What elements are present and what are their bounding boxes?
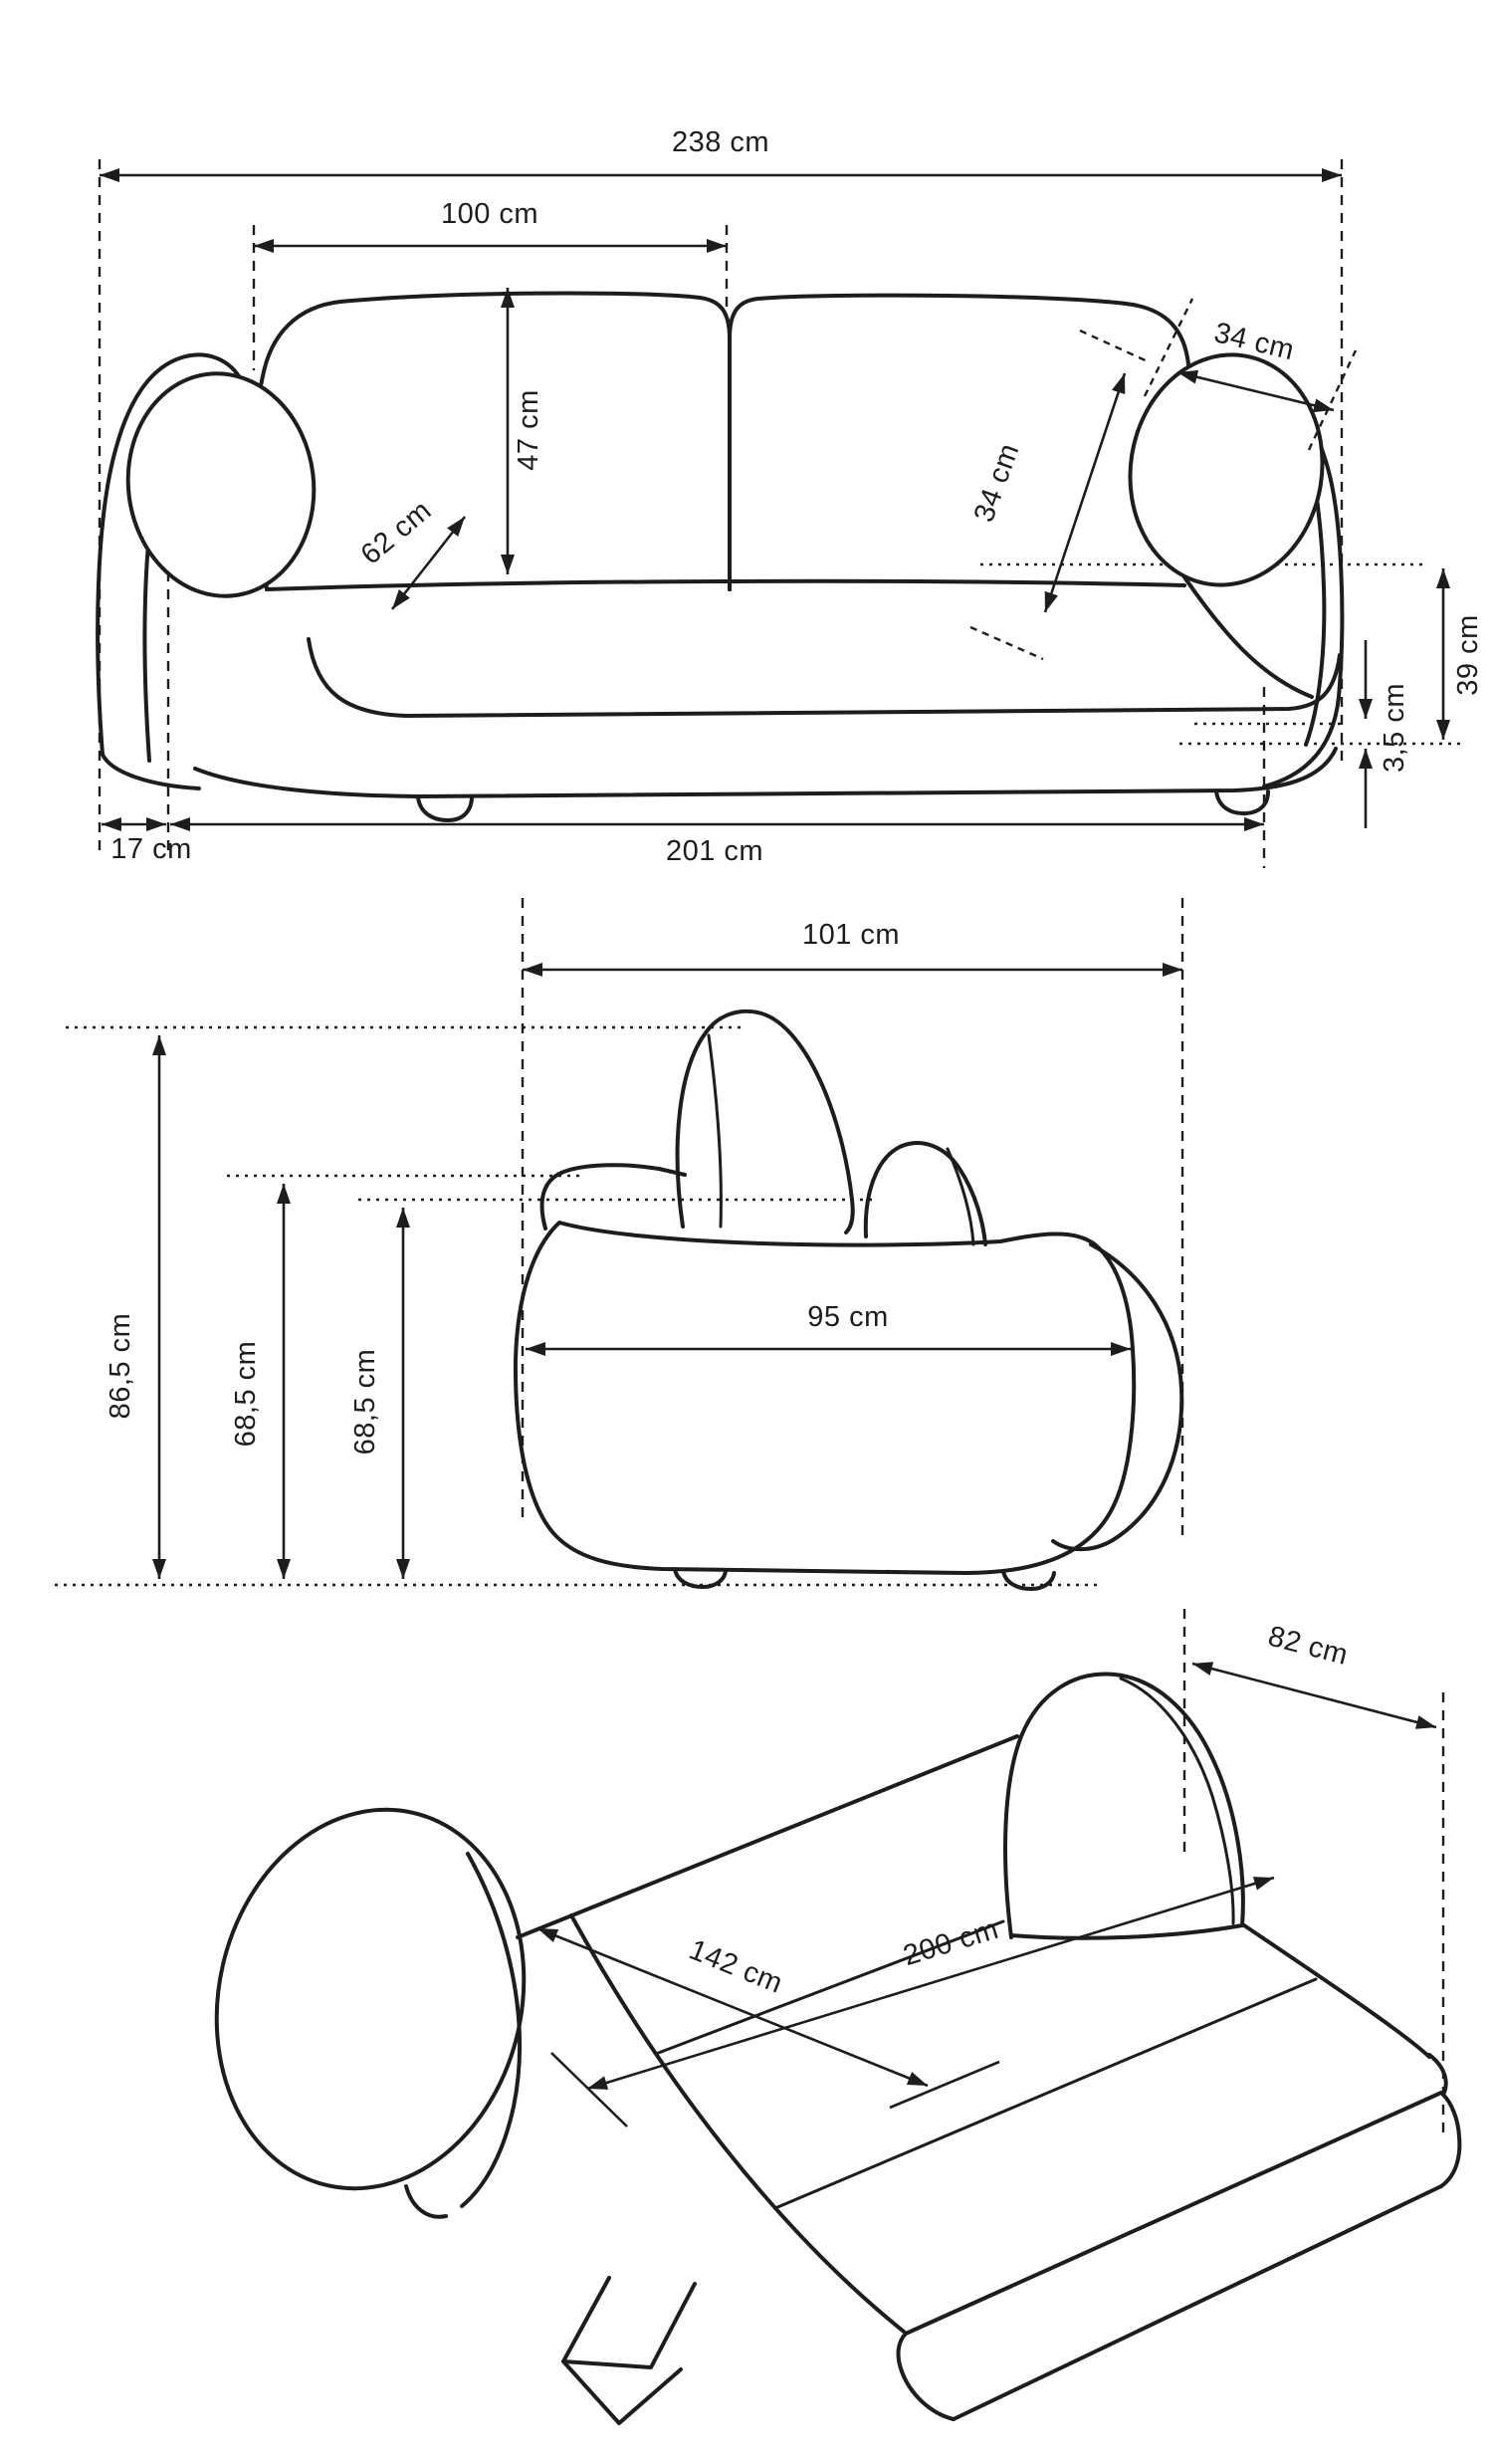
- dim-label-backrest-top-height: 68,5 cm: [349, 1349, 381, 1456]
- bed-backrest-inner: [1119, 1677, 1235, 1925]
- seat-top-edge: [265, 578, 1186, 591]
- side-near-armrest-crescent: [1051, 1242, 1184, 1552]
- dim-seat-depth: [390, 516, 467, 610]
- dim-label-armrest-depth: 82 cm: [1265, 1621, 1352, 1672]
- pillow-ext-line-left: [1143, 298, 1194, 397]
- bed-support-leg: [561, 2276, 697, 2369]
- bed-left-armrest: [214, 1807, 527, 2191]
- backrest-left-cushion: [254, 291, 732, 591]
- bed-length-tick: [550, 2052, 628, 2128]
- dim-armrest-pillow-depth: [1176, 369, 1335, 413]
- dim-armrest-depth: [1191, 1662, 1437, 1729]
- left-armrest-outer: [96, 352, 241, 757]
- bed-near-rim: [904, 2091, 1443, 2336]
- dim-bed-width: [536, 1926, 929, 2088]
- dim-label-armrest-width: 17 cm: [110, 833, 191, 865]
- side-view: 101 cm 86,5 cm 68,5 cm 68,5 cm 95 cm: [55, 898, 1184, 1591]
- dim-label-seat-height: 39 cm: [1452, 614, 1484, 695]
- front-left-foot: [416, 795, 474, 822]
- side-seat-body: [513, 1221, 1137, 1575]
- side-small-pillow: [863, 1141, 987, 1246]
- dim-label-overall-width: 238 cm: [672, 126, 769, 158]
- bed-left-armrest-inner: [460, 1852, 523, 2208]
- dim-label-bed-length: 200 cm: [900, 1913, 1002, 1972]
- bed-width-tick: [889, 2060, 1000, 2110]
- side-left-foot: [673, 1567, 728, 1589]
- dim-label-total-height: 86,5 cm: [105, 1313, 136, 1420]
- bed-bottom-rim: [952, 2184, 1443, 2421]
- dim-label-armrest-height: 68,5 cm: [230, 1341, 262, 1448]
- left-armrest-bottom: [101, 753, 201, 790]
- side-back-pillow: [675, 1008, 855, 1234]
- front-sofa-drawing: [96, 291, 1345, 822]
- bed-armrest-foot: [404, 2184, 448, 2219]
- dim-label-body-depth: 95 cm: [807, 1301, 888, 1333]
- side-small-pillow-seam: [946, 1147, 975, 1246]
- pillow-ext-line-right: [1307, 349, 1358, 451]
- backrest-right-cushion: [728, 293, 1193, 591]
- dim-bed-length: [586, 1876, 1275, 2091]
- pillow-ext-line-top: [1079, 329, 1151, 364]
- left-armrest-pillow: [125, 371, 317, 598]
- right-armrest-front: [1173, 560, 1314, 699]
- dim-label-total-depth: 101 cm: [802, 919, 900, 951]
- right-armrest-pillow: [1128, 352, 1325, 587]
- dim-label-leg-height: 3,5 cm: [1379, 683, 1410, 773]
- bed-view: 82 cm 200 cm 142 cm: [214, 1609, 1462, 2425]
- front-right-foot: [1214, 789, 1270, 816]
- dim-label-bed-width: 142 cm: [685, 1933, 787, 1999]
- bed-head-edge: [1242, 1923, 1431, 2059]
- bed-backrest-base: [1009, 1923, 1244, 1940]
- side-far-armrest-top: [539, 1163, 687, 1231]
- dim-armrest-pillow-length: [1043, 372, 1127, 613]
- bed-support-leg-lower: [561, 2359, 683, 2425]
- dim-label-armrest-pillow-length: 34 cm: [968, 439, 1026, 527]
- bed-seam-near: [773, 1977, 1318, 2210]
- side-sofa-drawing: [513, 1008, 1184, 1591]
- bed-right-corner: [1427, 2053, 1448, 2097]
- base-bottom-edge: [193, 747, 1338, 798]
- dim-label-backrest-cushion-width: 100 cm: [441, 198, 538, 230]
- pillow-ext-line-bottom: [969, 625, 1044, 661]
- bed-backrest-outer: [1003, 1672, 1245, 1939]
- dim-label-backrest-height: 47 cm: [513, 389, 544, 470]
- front-view: 238 cm 100 cm 47 cm 62 cm 34 cm 34 cm 39…: [96, 126, 1484, 868]
- bed-drawing: [214, 1672, 1462, 2425]
- dim-label-seat-depth: 62 cm: [355, 495, 438, 571]
- side-back-pillow-seam: [707, 1033, 723, 1229]
- bed-front-left-corner: [896, 2332, 956, 2421]
- bed-right-bottom-corner: [1439, 2093, 1462, 2188]
- dim-label-seat-width: 201 cm: [666, 835, 763, 867]
- bed-far-edge: [516, 1734, 1019, 1939]
- seat-front-edge: [307, 637, 1342, 718]
- side-right-foot: [1001, 1569, 1056, 1591]
